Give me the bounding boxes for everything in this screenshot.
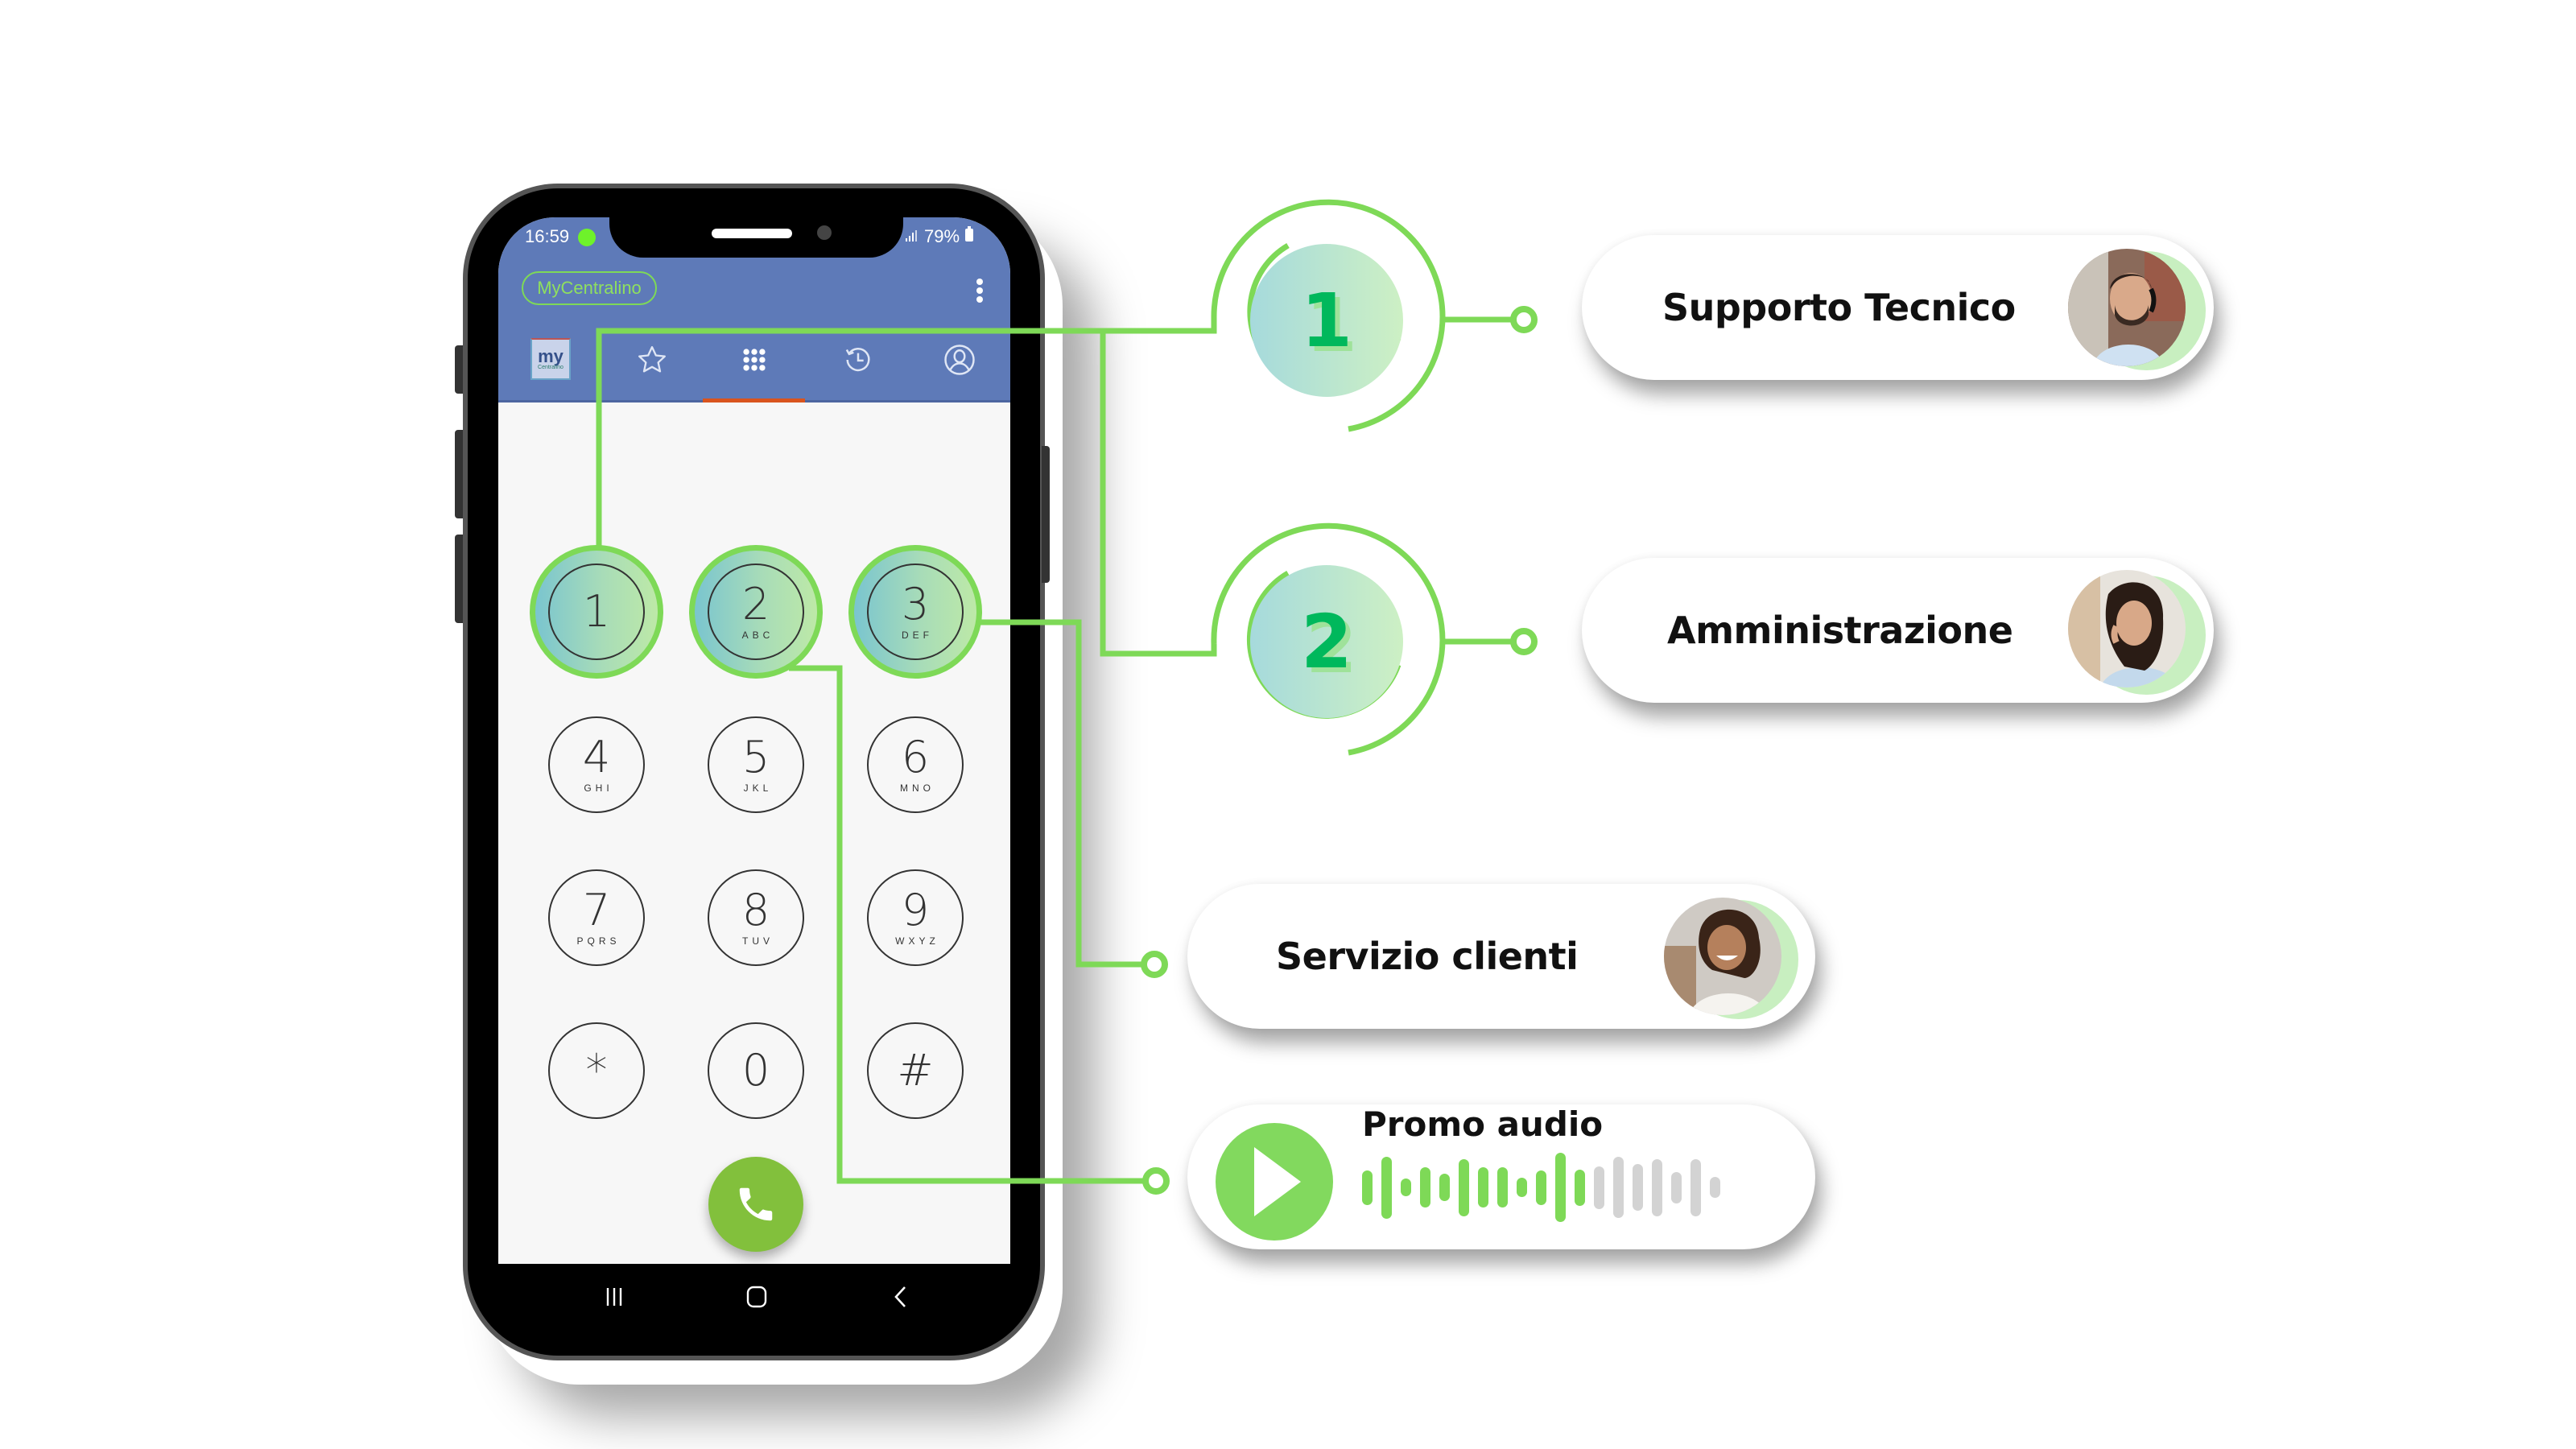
- status-time: 16:59: [525, 226, 570, 246]
- waveform-bar: [1381, 1156, 1392, 1219]
- key-letters: MNO: [900, 782, 935, 794]
- signal-icon: [905, 229, 919, 245]
- waveform-bar: [1478, 1167, 1488, 1208]
- home-icon[interactable]: [741, 1283, 773, 1311]
- history-icon[interactable]: [840, 342, 876, 378]
- dialpad-key-0[interactable]: 0: [708, 1022, 804, 1119]
- key-letters: DEF: [902, 630, 933, 641]
- connector-dot-1: [1510, 306, 1538, 333]
- avatar-customer-service-agent: [1664, 898, 1781, 1015]
- key-digit: 8: [741, 885, 770, 935]
- active-indicator-dot: [578, 229, 596, 246]
- waveform-bar: [1652, 1158, 1662, 1216]
- key-letters: TUV: [742, 935, 774, 947]
- key-letters: WXYZ: [895, 935, 939, 947]
- front-camera: [817, 225, 832, 240]
- waveform-bar: [1362, 1170, 1373, 1205]
- option-card-servizio-clienti[interactable]: Servizio clienti: [1187, 884, 1815, 1029]
- play-icon: [1254, 1147, 1301, 1216]
- option-card-amministrazione[interactable]: Amministrazione: [1582, 558, 2214, 703]
- dialpad-key-1[interactable]: 1: [548, 564, 645, 660]
- waveform-bar: [1613, 1157, 1624, 1218]
- back-icon[interactable]: [884, 1283, 916, 1311]
- key-digit: 9: [901, 885, 930, 935]
- key-digit: 0: [741, 1045, 770, 1096]
- waveform-bar: [1710, 1177, 1720, 1198]
- waveform-bar: [1401, 1179, 1411, 1196]
- waveform-bar: [1439, 1174, 1450, 1201]
- dialpad-icon[interactable]: [737, 342, 772, 378]
- side-button-action: [455, 345, 463, 394]
- waveform-bar: [1594, 1166, 1604, 1209]
- key-digit: 3: [901, 579, 930, 630]
- key-letters: JKL: [743, 782, 773, 794]
- dialpad-key-star[interactable]: *: [548, 1022, 645, 1119]
- call-button[interactable]: [708, 1157, 803, 1252]
- avatar-admin-agent: [2068, 570, 2186, 687]
- key-digit: 4: [582, 732, 611, 782]
- option-badge-2: 2: [1250, 565, 1403, 718]
- phone-icon: [739, 1187, 773, 1221]
- key-digit: 2: [741, 579, 770, 630]
- key-digit: #: [897, 1045, 934, 1096]
- option-label: Supporto Tecnico: [1662, 286, 2016, 329]
- waveform-bar: [1690, 1158, 1701, 1216]
- key-digit: *: [585, 1045, 608, 1096]
- recents-icon[interactable]: [598, 1283, 630, 1311]
- star-icon[interactable]: [634, 342, 670, 378]
- play-button[interactable]: [1216, 1123, 1333, 1241]
- dialpad-key-hash[interactable]: #: [867, 1022, 964, 1119]
- option-label: Amministrazione: [1667, 609, 2013, 652]
- promo-title: Promo audio: [1362, 1104, 1604, 1144]
- app-title-pill[interactable]: MyCentralino: [522, 271, 657, 305]
- overflow-menu-icon[interactable]: [976, 279, 984, 303]
- option-label: Servizio clienti: [1276, 935, 1579, 978]
- earpiece-speaker: [712, 229, 792, 238]
- waveform-bar: [1536, 1170, 1546, 1205]
- key-digit: 7: [582, 885, 611, 935]
- volume-down-button: [455, 535, 463, 623]
- waveform-bar: [1555, 1153, 1566, 1222]
- key-letters: GHI: [584, 782, 613, 794]
- battery-icon: [964, 226, 974, 247]
- waveform-bar: [1517, 1178, 1527, 1197]
- avatar-support-agent: [2068, 249, 2186, 366]
- key-letters: ABC: [741, 630, 774, 641]
- connector-dot-4: [1142, 1167, 1170, 1195]
- key-digit: 5: [741, 732, 770, 782]
- waveform-bar: [1497, 1167, 1508, 1208]
- audio-waveform[interactable]: [1362, 1153, 1720, 1222]
- waveform-bar: [1671, 1171, 1682, 1203]
- connector-dot-2: [1510, 628, 1538, 655]
- waveform-bar: [1459, 1158, 1469, 1216]
- option-badge-1: 1: [1250, 244, 1403, 397]
- power-button: [1042, 446, 1050, 583]
- key-letters: PQRS: [576, 935, 621, 947]
- status-right: 79%: [905, 226, 974, 247]
- person-icon[interactable]: [942, 342, 977, 378]
- waveform-bar: [1575, 1169, 1585, 1206]
- app-logo[interactable]: my Centralino: [530, 338, 571, 380]
- option-card-supporto-tecnico[interactable]: Supporto Tecnico: [1582, 235, 2214, 380]
- waveform-bar: [1420, 1167, 1430, 1208]
- waveform-bar: [1633, 1164, 1643, 1211]
- connector-dot-3: [1141, 951, 1168, 978]
- key-digit: 6: [901, 732, 930, 782]
- battery-percent: 79%: [924, 226, 960, 246]
- volume-up-button: [455, 430, 463, 518]
- key-digit: 1: [582, 586, 611, 637]
- connector-branch-2: [1100, 331, 1217, 657]
- active-tab-indicator: [703, 398, 805, 402]
